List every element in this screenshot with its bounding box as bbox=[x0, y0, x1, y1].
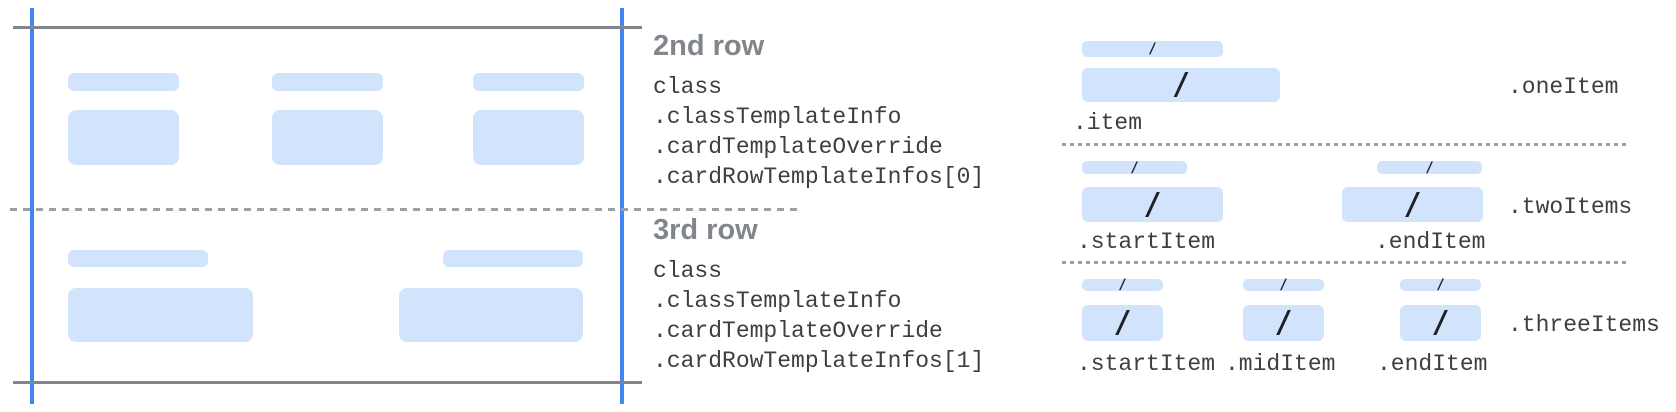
item-value-bar: / bbox=[1342, 187, 1483, 222]
row2-col3-value-box bbox=[473, 110, 584, 165]
row3-annotation: 3rd row class .classTemplateInfo .cardTe… bbox=[653, 212, 984, 376]
placeholder-slash-icon: / bbox=[1143, 186, 1162, 222]
item-label-bar: / bbox=[1400, 277, 1481, 293]
item-path-label: .startItem bbox=[1077, 351, 1216, 377]
item-value-bar: / bbox=[1082, 305, 1163, 341]
row2-col2-value-box bbox=[272, 110, 383, 165]
item-label-bar: / bbox=[1082, 277, 1163, 293]
row2-annotation-heading: 2nd row bbox=[653, 30, 765, 62]
row-divider-dashed-line bbox=[10, 208, 800, 211]
row2-col2-label-bar bbox=[272, 73, 383, 91]
annotation-code-line: .classTemplateInfo bbox=[653, 288, 902, 314]
item-path-label: .endItem bbox=[1375, 229, 1486, 255]
placeholder-slash-icon: / bbox=[1130, 159, 1139, 176]
card-right-edge-line bbox=[620, 8, 624, 404]
placeholder-slash-icon: / bbox=[1274, 305, 1293, 340]
card-left-edge-line bbox=[30, 8, 34, 404]
card-bottom-line bbox=[13, 381, 642, 384]
row3-col2-value-box bbox=[399, 288, 583, 342]
layout-separator-dotted-line bbox=[1062, 261, 1630, 264]
item-path-label: .startItem bbox=[1077, 229, 1216, 255]
item-value-bar: / bbox=[1243, 305, 1324, 341]
placeholder-slash-icon: / bbox=[1171, 67, 1191, 102]
item-path-label: .item bbox=[1073, 110, 1143, 136]
annotation-code-line: class bbox=[653, 74, 723, 100]
row3-annotation-heading: 3rd row bbox=[653, 214, 758, 246]
row3-col2-label-bar bbox=[443, 250, 583, 267]
item-label-bar: / bbox=[1377, 159, 1482, 176]
row2-col3-label-bar bbox=[473, 73, 584, 91]
row3-col1-label-bar bbox=[68, 250, 208, 267]
item-path-label: .midItem bbox=[1225, 351, 1336, 377]
annotation-code-line: .cardTemplateOverride bbox=[653, 318, 943, 344]
item-path-label: .endItem bbox=[1377, 351, 1488, 377]
placeholder-slash-icon: / bbox=[1425, 159, 1434, 176]
placeholder-slash-icon: / bbox=[1279, 277, 1288, 293]
placeholder-slash-icon: / bbox=[1113, 305, 1132, 340]
item-label-bar: / bbox=[1082, 41, 1223, 57]
card-top-line bbox=[13, 26, 642, 29]
annotation-code-line: .cardTemplateOverride bbox=[653, 134, 943, 160]
placeholder-slash-icon: / bbox=[1431, 305, 1450, 340]
item-value-bar: / bbox=[1082, 187, 1223, 222]
row3-col1-value-box bbox=[68, 288, 253, 342]
item-value-bar: / bbox=[1400, 305, 1481, 341]
placeholder-slash-icon: / bbox=[1436, 277, 1445, 293]
layout-name-label: .twoItems bbox=[1508, 194, 1633, 220]
item-label-bar: / bbox=[1082, 159, 1187, 176]
item-label-bar: / bbox=[1243, 277, 1324, 293]
layout-name-label: .threeItems bbox=[1508, 312, 1660, 338]
placeholder-slash-icon: / bbox=[1148, 41, 1157, 57]
annotation-code-line: .cardRowTemplateInfos[1] bbox=[653, 348, 985, 374]
layout-name-label: .oneItem bbox=[1508, 74, 1619, 100]
annotation-code-line: .cardRowTemplateInfos[0] bbox=[653, 164, 985, 190]
annotation-code-line: class bbox=[653, 258, 723, 284]
row2-annotation: 2nd row class .classTemplateInfo .cardTe… bbox=[653, 28, 984, 192]
item-value-bar: / bbox=[1082, 68, 1280, 102]
row2-col1-label-bar bbox=[68, 73, 179, 91]
row2-col1-value-box bbox=[68, 110, 179, 165]
placeholder-slash-icon: / bbox=[1403, 186, 1422, 222]
layout-separator-dotted-line bbox=[1062, 143, 1630, 146]
placeholder-slash-icon: / bbox=[1118, 277, 1127, 293]
annotation-code-line: .classTemplateInfo bbox=[653, 104, 902, 130]
